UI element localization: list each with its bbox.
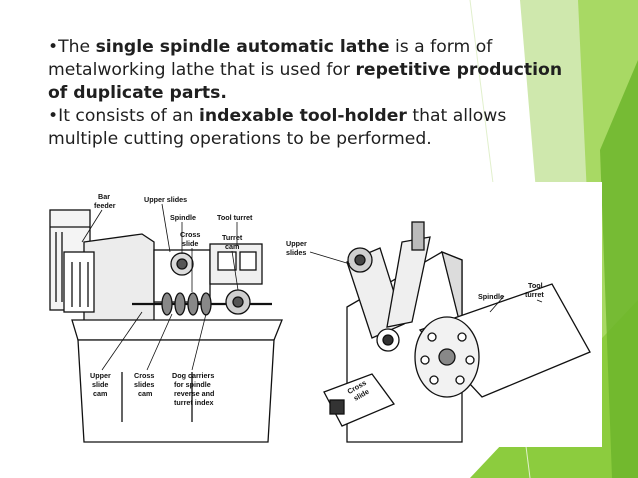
label-tool-turret: Tool turret	[217, 213, 253, 222]
label-dog-carriers: Dog carriers	[172, 371, 214, 380]
right-drawing-labels: Upper slides Spindle Tool turret Cross s…	[286, 239, 544, 403]
label-cam-2-bottom: cam	[138, 389, 152, 398]
label-right-slides: slides	[286, 248, 306, 257]
label-feeder: feeder	[94, 201, 116, 210]
bullet-list: •The single spindle automatic lathe is a…	[48, 36, 568, 151]
label-slide-bottom: slide	[92, 380, 108, 389]
right-leader-lines	[309, 251, 543, 313]
lathe-figure: Bar feeder Upper slides Spindle Tool tur…	[42, 182, 602, 447]
label-right-turret: turret	[525, 290, 544, 299]
label-reverse-and: reverse and	[174, 389, 214, 398]
bullet-2: •It consists of an indexable tool-holder…	[48, 105, 568, 151]
label-turret: Turret	[222, 233, 243, 242]
left-leader-lines	[81, 203, 239, 371]
bullet-2-bold: indexable tool-holder	[199, 106, 407, 126]
bullet-2-lead: •It consists of an	[48, 106, 200, 126]
lathe-drawings: Bar feeder Upper slides Spindle Tool tur…	[49, 192, 591, 443]
label-turret-index: turret index	[174, 398, 214, 407]
bullet-1-bold-2: repetitive production of duplicate parts…	[48, 60, 563, 103]
right-lathe-drawing	[323, 221, 591, 443]
label-right-tool: Tool	[528, 281, 543, 290]
green-panel-dark	[600, 60, 638, 478]
label-upper-slides: Upper slides	[144, 195, 187, 204]
label-slides-bottom: slides	[134, 380, 154, 389]
label-right-upper: Upper	[286, 239, 307, 248]
label-slide: slide	[182, 239, 198, 248]
label-cross: Cross	[180, 230, 200, 239]
bullet-1: •The single spindle automatic lathe is a…	[48, 36, 568, 105]
label-cam-bottom: cam	[93, 389, 107, 398]
label-for-spindle: for spindle	[174, 380, 211, 389]
bullet-1-middle: is a form of metalworking lathe that is …	[48, 37, 493, 80]
label-upper-bottom: Upper	[90, 371, 111, 380]
label-cross-bottom: Cross	[134, 371, 154, 380]
label-right-spindle: Spindle	[478, 292, 504, 301]
bullet-2-rest: that allows multiple cutting operations …	[48, 106, 507, 149]
label-cam: cam	[225, 242, 239, 251]
bullet-1-lead: •The	[48, 37, 96, 57]
label-spindle: Spindle	[170, 213, 196, 222]
bullet-1-bold-1: single spindle automatic lathe	[95, 37, 390, 57]
left-drawing-labels: Bar feeder Upper slides Spindle Tool tur…	[90, 192, 253, 407]
label-bar: Bar	[98, 192, 110, 201]
left-lathe-drawing	[49, 209, 283, 443]
